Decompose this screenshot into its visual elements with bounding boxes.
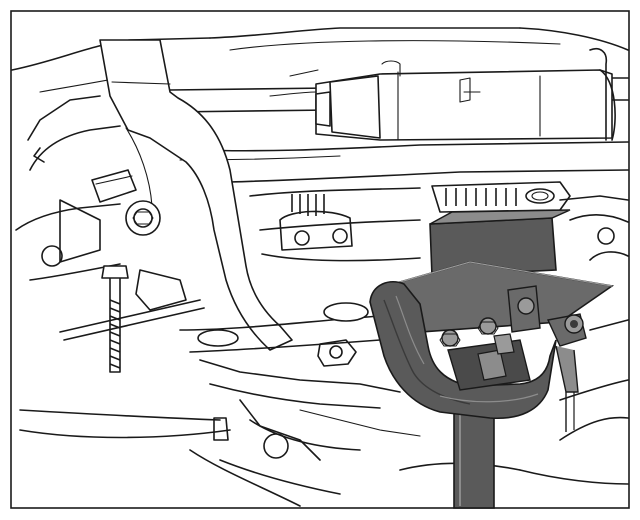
lower-linkage xyxy=(179,302,629,507)
fuel-pump-assembly xyxy=(269,48,616,141)
protective-cloth xyxy=(369,280,557,420)
bracket-bolt xyxy=(479,317,497,335)
left-bracket-and-lines xyxy=(15,95,137,281)
central-frame-and-oil-pan xyxy=(249,181,629,262)
tie-rod-bolt xyxy=(19,265,231,441)
transmission-jack xyxy=(369,209,615,509)
bracket-bolt xyxy=(441,329,459,347)
suspension-arm xyxy=(99,39,293,351)
bracket-bolt xyxy=(517,297,535,315)
